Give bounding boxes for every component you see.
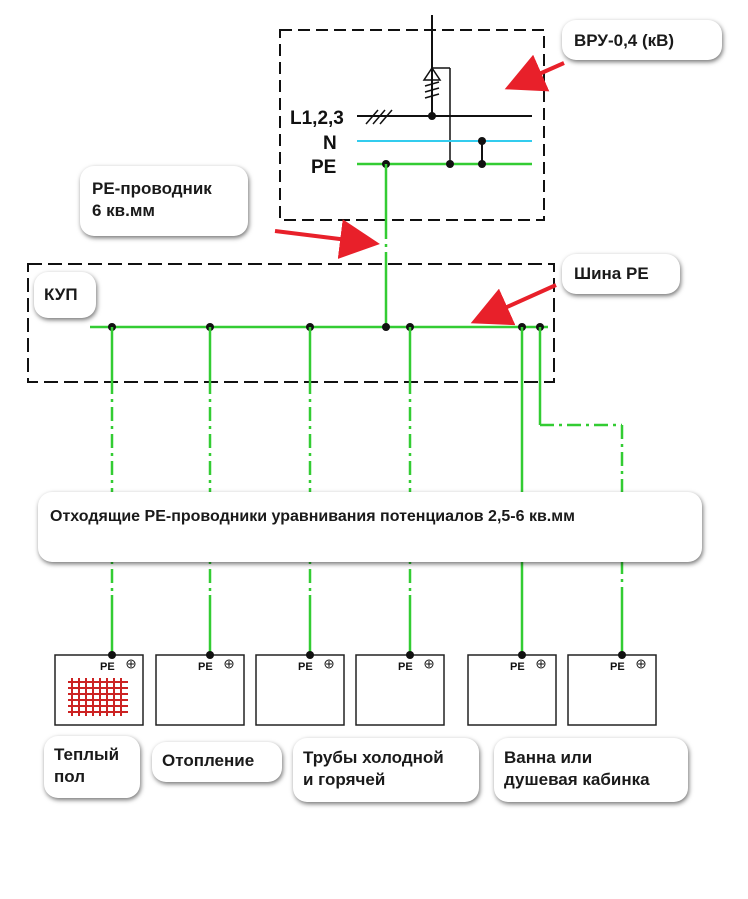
n-bus-label: N xyxy=(323,133,337,154)
ground-terminal-icon xyxy=(224,659,234,669)
heating-grid-icon xyxy=(68,678,128,716)
ground-terminal-icon xyxy=(536,659,546,669)
pe-tag: PE xyxy=(610,661,625,673)
kup-box xyxy=(27,263,555,383)
pe-bus-label: PE xyxy=(311,157,336,178)
vru-callout: ВРУ-0,4 (кВ) xyxy=(562,20,722,60)
outgoing-conductors xyxy=(110,327,624,655)
pe-tag: PE xyxy=(100,661,115,673)
label-pipes: Трубы холодной и горячей xyxy=(293,738,479,802)
vru-box xyxy=(279,29,545,221)
pe-bus-callout: Шина РЕ xyxy=(562,254,680,294)
ground-terminal-icon xyxy=(424,659,434,669)
ground-terminal-icon xyxy=(636,659,646,669)
l-bus-label: L1,2,3 xyxy=(290,108,344,129)
ground-terminal-icon xyxy=(324,659,334,669)
label-bath: Ванна или душевая кабинка xyxy=(494,738,688,802)
outgoing-callout: Отходящие РЕ-проводники уравнивания поте… xyxy=(38,492,702,562)
pe-tag: PE xyxy=(398,661,413,673)
pointer-arrow-icon xyxy=(470,283,557,326)
label-floor: Теплый пол xyxy=(44,736,140,798)
pe-wire-callout: РЕ-проводник 6 кв.мм xyxy=(80,166,248,236)
ground-terminal-icon xyxy=(126,659,136,669)
pointer-arrow-icon xyxy=(504,54,565,92)
pointer-arrow-icon xyxy=(274,219,380,259)
pe-tag: PE xyxy=(510,661,525,673)
label-heating: Отопление xyxy=(152,742,282,782)
pe-tag: PE xyxy=(298,661,313,673)
kup-callout: КУП xyxy=(34,272,96,318)
pe-tag: PE xyxy=(198,661,213,673)
